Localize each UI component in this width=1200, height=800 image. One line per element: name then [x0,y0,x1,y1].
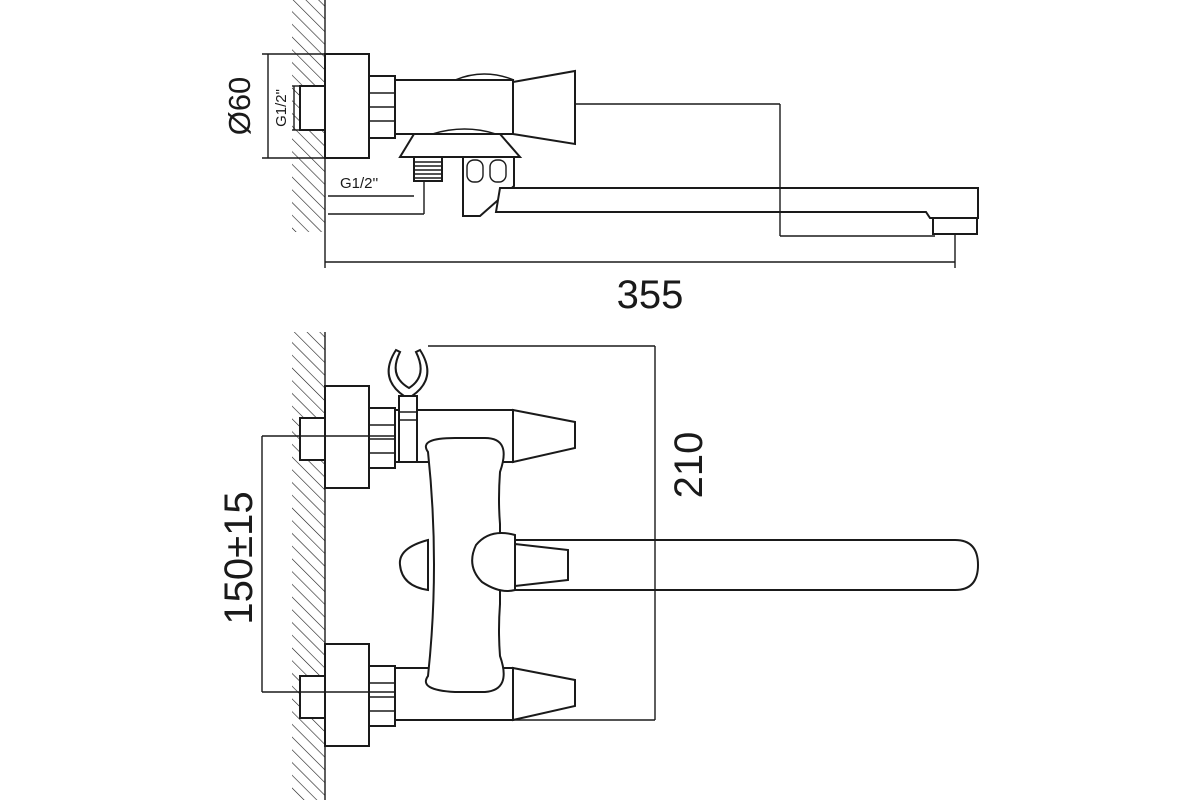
diverter-knob [398,538,429,592]
thread-horizontal-label: G1/2'' [340,175,378,192]
front-view: 210 150±15 [217,332,980,800]
inlet-spacing-label: 150±15 [217,491,261,624]
diverter-housing [398,133,523,158]
spout-collar [514,542,569,588]
shower-outlet-thread [413,156,443,182]
hex-nut-lower [368,665,396,727]
spout-front [514,539,980,591]
inlet-stub-upper [299,417,329,461]
spout-joint [471,532,516,592]
height-label: 210 [667,432,711,499]
faucet-body-top [394,79,514,135]
thread-vertical-label: G1/2" [273,89,290,127]
inlet-stub-lower [299,675,329,719]
top-view: Ø60 G1/2" G1/2'' 355 [222,0,979,317]
spout-top [494,187,979,219]
handle-upper [512,408,576,464]
wall-front [292,332,325,800]
handle-lower [512,666,576,722]
wall-flange-top [324,53,370,159]
flange-lower [324,643,370,747]
diameter-label: Ø60 [222,77,257,136]
flange-upper [324,385,370,489]
hex-nut-upper [368,407,396,469]
inlet-stub-top [299,85,329,131]
central-body [424,437,505,693]
total-length-label: 355 [617,273,684,317]
handle-top [512,69,576,146]
aerator-top [932,217,978,235]
shower-holder [387,348,429,397]
